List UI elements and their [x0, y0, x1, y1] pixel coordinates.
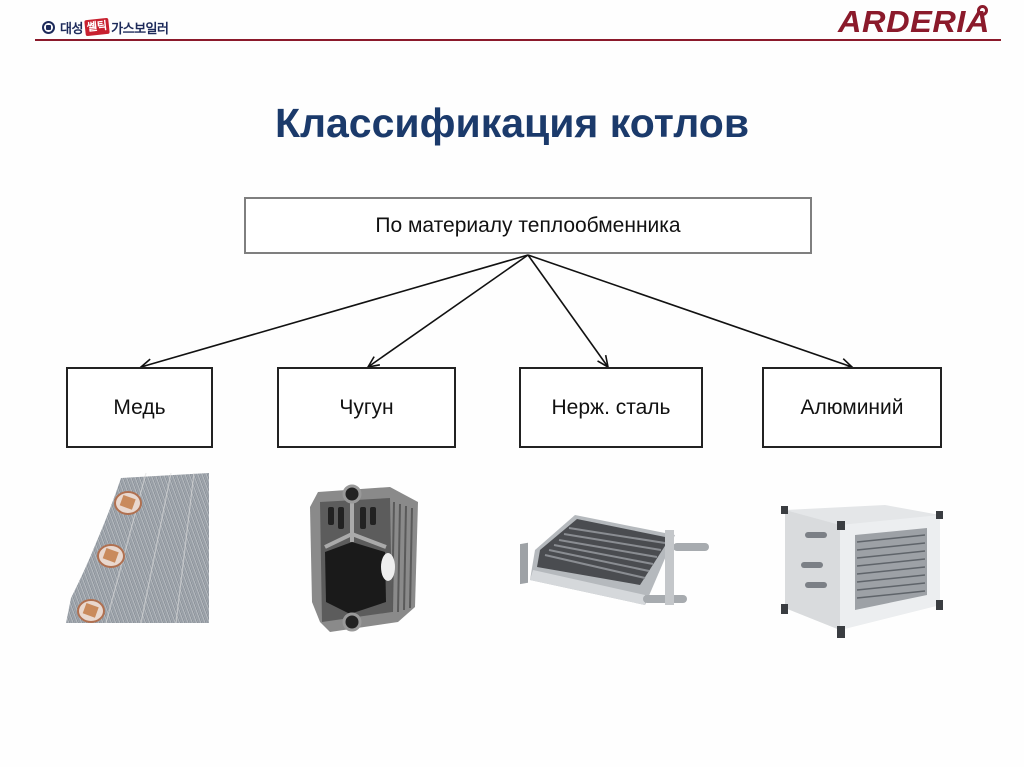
node-label: Чугун — [339, 395, 394, 419]
arderia-logo: ARDERIA — [838, 5, 989, 39]
stainless-steel-heat-exchanger-image — [515, 505, 710, 615]
ring-icon — [977, 5, 988, 16]
node-aluminium: Алюминий — [762, 367, 942, 448]
root-node-label: По материалу теплообменника — [375, 213, 681, 237]
node-cast-iron: Чугун — [277, 367, 456, 448]
daesung-celtic-logo: 대성 쎌틱 가스보일러 — [42, 17, 169, 37]
node-label: Медь — [113, 395, 166, 419]
root-node: По материалу теплообменника — [244, 197, 812, 254]
slide-title: Классификация котлов — [274, 100, 750, 146]
logo-text-b: 가스보일러 — [111, 21, 169, 37]
logo-text-a: 대성 — [60, 21, 83, 37]
arrow-to-copper — [139, 254, 529, 370]
arrow-to-stainless — [527, 254, 610, 369]
node-copper: Медь — [66, 367, 213, 448]
node-label: Нерж. сталь — [551, 395, 671, 419]
arrow-to-aluminium — [527, 254, 854, 369]
arderia-wordmark: ARDERIA — [838, 4, 990, 39]
aluminium-heat-exchanger-image — [755, 490, 950, 645]
logo-badge: 쎌틱 — [84, 17, 110, 37]
node-label: Алюминий — [800, 395, 904, 419]
copper-heat-exchanger-image — [66, 473, 209, 623]
arrow-to-cast-iron — [366, 254, 529, 369]
header-divider — [35, 39, 1001, 41]
emblem-icon — [42, 20, 55, 34]
cast-iron-heat-exchanger-image — [290, 472, 430, 637]
node-stainless-steel: Нерж. сталь — [519, 367, 703, 448]
